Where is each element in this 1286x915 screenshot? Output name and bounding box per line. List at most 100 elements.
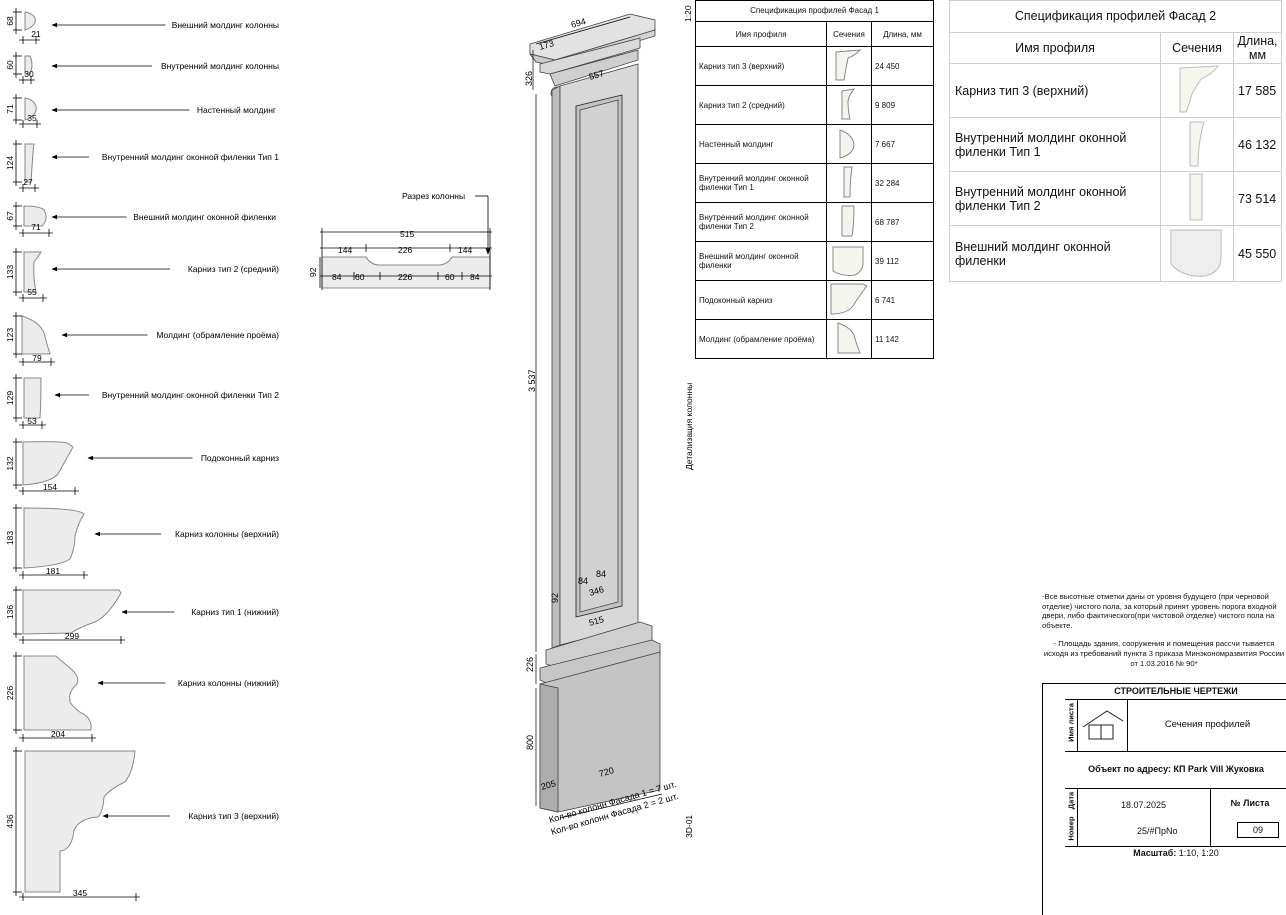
profile-shape-3: [24, 97, 37, 121]
profile-height-dim: 436: [5, 814, 15, 828]
column-plinth-width: 720: [598, 765, 615, 779]
column-base-molding: 226: [525, 657, 535, 672]
stamp-header: СТРОИТЕЛЬНЫЕ ЧЕРТЕЖИ: [1065, 686, 1286, 700]
spec1-row-length: 39 112: [871, 241, 934, 281]
table-row: Карниз тип 2 (средний) 9 809: [695, 85, 934, 125]
spec2-row-name: Карниз тип 3 (верхний): [949, 63, 1161, 118]
sheet-scale-top: 1:20: [683, 5, 693, 22]
profile-label: Карниз колонны (нижний): [178, 678, 279, 688]
profile-label: Внутренний молдинг колонны: [161, 61, 279, 71]
spec1-row-length: 24 450: [871, 46, 934, 86]
stamp-scale: 1:10, 1:20: [1178, 848, 1219, 858]
spec1-row-section: [826, 202, 872, 242]
table-row: Внешний молдинг оконной филенки 39 112: [695, 241, 934, 281]
section-bottom-dim-3: 226: [398, 272, 412, 282]
stamp-date-label-cell: Дата Номер: [1065, 788, 1078, 846]
table-row: Внешний молдинг оконной филенки 45 550: [949, 225, 1282, 282]
profile-shape-8: [23, 377, 42, 419]
section-top-dim-3: 144: [458, 245, 472, 255]
profile-width-dim: 71: [31, 222, 41, 232]
general-notes: -Все высотные отметки даны от уровня буд…: [1042, 592, 1286, 668]
title-block: СТРОИТЕЛЬНЫЕ ЧЕРТЕЖИ Имя листа Сечения п…: [1042, 683, 1286, 915]
spec1-row-name: Карниз тип 3 (верхний): [695, 46, 827, 86]
stamp-name-row: Имя листа Сечения профилей: [1065, 699, 1286, 752]
table-row: Подоконный карниз 6 741: [695, 280, 934, 320]
table-row: Карниз тип 3 (верхний) 17 585: [949, 63, 1282, 118]
stamp-scale-label: Масштаб:: [1133, 848, 1177, 858]
stamp-number-label: Номер: [1066, 816, 1076, 841]
table-row: Молдинг (обрамление проёма) 11 142: [695, 319, 934, 359]
stamp-sheet-no: 09: [1237, 822, 1279, 838]
spec2-row-section: [1160, 225, 1234, 282]
table-row: Настенный молдинг 7 667: [695, 124, 934, 164]
stamp-sheet-name: Сечения профилей: [1164, 719, 1251, 730]
stamp-date-label: Дата: [1066, 791, 1076, 810]
stamp-object: Объект по адресу: КП Park Vill Жуковка: [1065, 751, 1286, 789]
spec1-header-section: Сечения: [826, 21, 872, 47]
stamp-sheet-no-label: № Листа: [1230, 798, 1270, 808]
column-shaft-width: 515: [588, 614, 605, 628]
profile-width-dim: 154: [43, 482, 57, 492]
spec2-row-name: Внутренний молдинг оконной филенки Тип 1: [949, 117, 1161, 172]
profile-width-dim: 79: [32, 353, 42, 363]
note-2: - Площадь здания, сооружения и помещения…: [1043, 639, 1285, 668]
profile-shape-10: [23, 507, 85, 569]
spec2-row-section: [1160, 63, 1234, 118]
spec2-row-length: 46 132: [1233, 117, 1282, 172]
section-top-dim-1: 144: [338, 245, 352, 255]
column-plinth-height: 800: [525, 735, 535, 750]
profile-shape-2: [24, 55, 33, 75]
profile-shape-5: [23, 205, 47, 227]
table-row: Внутренний молдинг оконной филенки Тип 1…: [695, 163, 934, 203]
profile-shape-11: [22, 589, 122, 635]
stamp-date: 18.07.2025: [1121, 800, 1167, 810]
section-top-dim-2: 226: [398, 245, 412, 255]
profile-width-dim: 35: [27, 113, 37, 123]
section-title: Разрез колонны: [402, 191, 465, 201]
profile-label: Настенный молдинг: [197, 105, 276, 115]
spec1-row-name: Молдинг (обрамление проёма): [695, 319, 827, 359]
profile-width-dim: 55: [27, 287, 37, 297]
profile-height-dim: 67: [5, 211, 15, 221]
table-row: Карниз тип 3 (верхний) 24 450: [695, 46, 934, 86]
profile-label: Внутренний молдинг оконной филенки Тип 1: [102, 152, 279, 162]
profile-width-dim: 181: [46, 566, 60, 576]
spec-table-facade-2: Спецификация профилей Фасад 2 Имя профил…: [949, 0, 1282, 282]
sheet-rail: 1:20 Детализация колонны 3D-01: [683, 5, 694, 838]
profile-label: Карниз тип 1 (нижний): [191, 607, 279, 617]
spec1-row-section: [826, 124, 872, 164]
section-total-dim: 515: [400, 229, 414, 239]
profile-width-dim: 299: [65, 631, 79, 641]
profile-height-dim: 132: [5, 456, 15, 470]
spec2-row-section: [1160, 171, 1234, 226]
profile-label: Внешний молдинг оконной филенки: [133, 212, 276, 222]
profile-height-dim: 68: [5, 16, 15, 26]
profile-label: Молдинг (обрамление проёма): [156, 330, 279, 340]
spec1-row-section: [826, 241, 872, 281]
spec1-row-name: Внешний молдинг оконной филенки: [695, 241, 827, 281]
profile-width-dim: 30: [24, 69, 34, 79]
profile-height-dim: 60: [5, 60, 15, 70]
spec1-header-length: Длина, мм: [871, 21, 934, 47]
section-height-dim: 92: [308, 267, 318, 277]
profile-width-dim: 21: [31, 29, 41, 39]
profile-width-dim: 27: [23, 177, 33, 187]
spec2-header-section: Сечения: [1160, 32, 1234, 64]
spec1-row-length: 68 787: [871, 202, 934, 242]
spec2-header-name: Имя профиля: [949, 32, 1161, 64]
stamp-date-row: Дата Номер 18.07.2025 25/#ПрNo № Листа 0…: [1065, 788, 1286, 847]
spec1-row-name: Настенный молдинг: [695, 124, 827, 164]
table-row: Внутренний молдинг оконной филенки Тип 2…: [695, 202, 934, 242]
column-neck-width: 557: [588, 68, 605, 82]
spec1-row-length: 32 284: [871, 163, 934, 203]
profile-shape-1: [24, 11, 36, 31]
profile-height-dim: 133: [5, 265, 15, 279]
note-1: -Все высотные отметки даны от уровня буд…: [1042, 592, 1277, 630]
profile-height-dim: 71: [5, 104, 15, 114]
sheet-vertical-title: Детализация колонны: [684, 383, 694, 470]
house-icon: [1082, 710, 1124, 740]
profile-shape-13: [24, 750, 136, 893]
spec1-row-name: Внутренний молдинг оконной филенки Тип 1: [695, 163, 827, 203]
column-plinth-depth: 205: [540, 778, 557, 792]
